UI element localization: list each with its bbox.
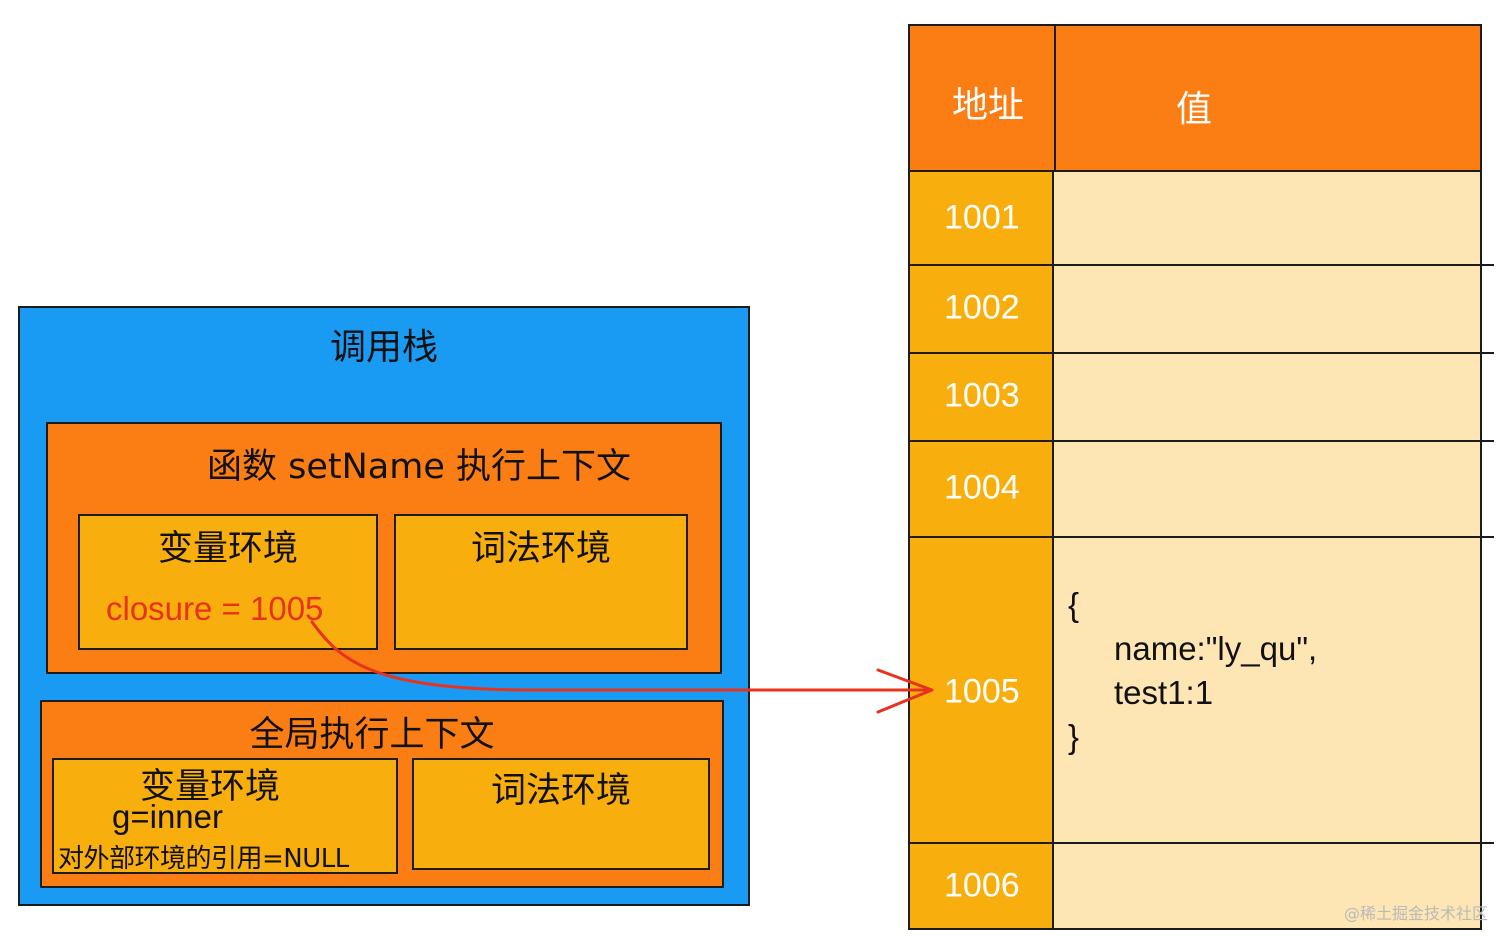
object-test1-property: test1:1 [1114,674,1214,711]
object-open-brace: { [1068,586,1080,623]
global-variable-env-title: 变量环境 [139,767,280,807]
row-divider [908,440,1494,442]
table-bottom-border [908,928,1482,930]
global-lexical-environment: 词法环境 [412,758,710,870]
row-divider [908,264,1494,266]
row-divider [908,536,1494,538]
address-label: 1006 [944,866,1020,905]
setname-variable-environment: 变量环境 closure = 1005 [78,514,378,650]
value-cell-object: { name:"ly_qu", test1:1 } [1054,536,1482,842]
setname-context-title: 函数 setName 执行上下文 [207,447,631,487]
global-variable-environment: 变量环境 g=inner 对外部环境的引用=NULL [52,758,398,874]
global-execution-context: 全局执行上下文 变量环境 g=inner 对外部环境的引用=NULL 词法环境 [40,700,724,888]
value-cell [1054,352,1482,440]
address-header-label: 地址 [952,85,1025,126]
closure-reference: closure = 1005 [106,590,324,627]
address-label: 1004 [944,468,1020,507]
setname-execution-context: 函数 setName 执行上下文 变量环境 closure = 1005 词法环… [46,422,722,674]
address-cell: 1006 [908,842,1054,930]
address-label: 1002 [944,288,1020,327]
object-name-property: name:"ly_qu", [1114,630,1318,667]
value-cell [1054,440,1482,536]
memory-row: 1003 [908,352,1482,440]
address-label: 1003 [944,376,1020,415]
outer-environment-reference: 对外部环境的引用=NULL [58,844,349,874]
address-label: 1005 [944,672,1020,711]
g-variable: g=inner [112,798,224,835]
address-cell: 1005 [908,536,1054,842]
call-stack-title: 调用栈 [329,327,438,368]
address-cell: 1003 [908,352,1054,440]
address-cell: 1002 [908,264,1054,352]
setname-variable-env-title: 变量环境 [157,529,298,569]
setname-lexical-env-title: 词法环境 [470,529,611,569]
memory-row: 1006 [908,842,1482,930]
memory-row: 1001 [908,172,1482,264]
value-cell [1054,842,1482,930]
row-divider [908,842,1494,844]
watermark: @稀土掘金技术社区 [1343,904,1488,923]
object-close-brace: } [1068,718,1080,755]
value-column-header: 值 [1054,24,1482,172]
address-label: 1001 [944,198,1020,237]
memory-table: 地址 值 1001 1002 1003 1004 1005 { name:"ly… [908,24,1494,930]
address-cell: 1004 [908,440,1054,536]
setname-lexical-environment: 词法环境 [394,514,688,650]
address-cell: 1001 [908,172,1054,264]
value-header-label: 值 [1176,89,1213,130]
call-stack: 调用栈 函数 setName 执行上下文 变量环境 closure = 1005… [18,306,750,906]
memory-row: 1004 [908,440,1482,536]
address-column-header: 地址 [908,24,1056,172]
global-lexical-env-title: 词法环境 [490,771,631,811]
memory-row-1005: 1005 { name:"ly_qu", test1:1 } [908,536,1482,842]
memory-row: 1002 [908,264,1482,352]
global-context-title: 全局执行上下文 [249,715,495,755]
value-cell [1054,264,1482,352]
row-divider [908,352,1494,354]
value-cell [1054,172,1482,264]
